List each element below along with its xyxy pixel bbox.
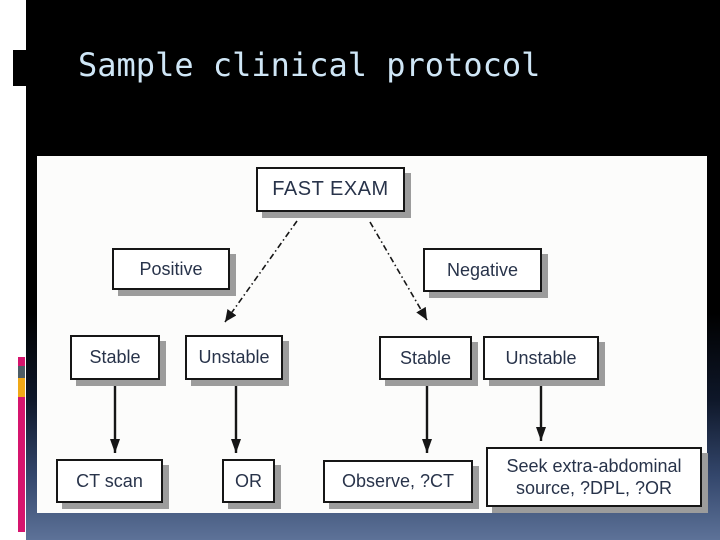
node-stable-negative: Stable: [379, 336, 472, 380]
sidebar-accent-pink-small: [18, 357, 25, 366]
node-unstable-positive: Unstable: [185, 335, 283, 380]
node-observe-ct: Observe, ?CT: [323, 460, 473, 503]
edge-fast-exam-to-positive-branch: [224, 220, 298, 323]
node-fast-exam: FAST EXAM: [256, 167, 405, 212]
node-stable-positive: Stable: [70, 335, 160, 380]
flowchart-panel: FAST EXAM Positive Negative Stable Unsta…: [37, 156, 707, 513]
sidebar-accent-slate: [18, 366, 25, 378]
sidebar-accent-amber: [18, 378, 25, 397]
node-seek-extra-abdominal: Seek extra-abdominal source, ?DPL, ?OR: [486, 447, 702, 507]
node-positive: Positive: [112, 248, 230, 290]
title-bullet-decoration: [13, 50, 29, 86]
slide-title: Sample clinical protocol: [78, 46, 541, 84]
node-negative: Negative: [423, 248, 542, 292]
node-ct-scan: CT scan: [56, 459, 163, 503]
node-unstable-negative: Unstable: [483, 336, 599, 380]
flowchart-arrows: [110, 220, 546, 453]
edge-fast-exam-to-negative-branch: [369, 221, 428, 321]
node-or: OR: [222, 459, 275, 503]
sidebar-accent-pink-long: [18, 397, 25, 532]
